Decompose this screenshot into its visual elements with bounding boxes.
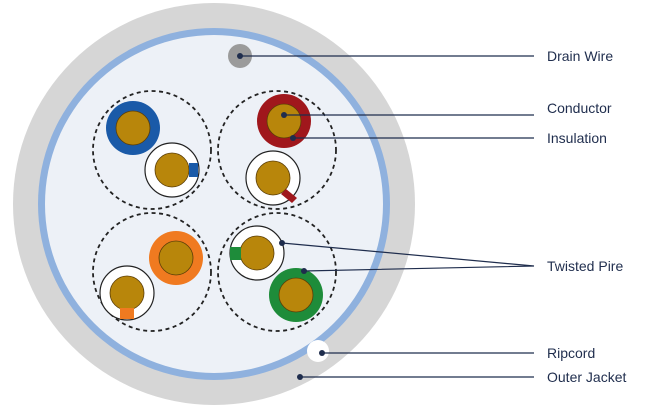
insulation-dot (290, 135, 296, 141)
drain-wire-dot (237, 53, 243, 59)
pair-boundary-bottom-left (92, 212, 212, 332)
red-white-conductor (255, 160, 291, 196)
blue-white-conductor (154, 152, 190, 188)
drain-wire-label: Drain Wire (547, 48, 613, 64)
green-conductor (278, 277, 314, 313)
orange-pair (99, 231, 203, 321)
blue-conductor (115, 110, 151, 146)
ripcord-dot (319, 350, 325, 356)
twisted-pair-dot-1 (279, 240, 285, 246)
cable-core (45, 35, 383, 373)
pair-boundary-top-left (92, 90, 212, 210)
green-pair (229, 225, 323, 322)
conductor-dot (281, 112, 287, 118)
orange-white-conductor (109, 275, 145, 311)
twisted-pair-leader (281, 242, 535, 272)
green-white-conductor (239, 235, 275, 271)
red-pair (245, 94, 311, 206)
ripcord (307, 340, 329, 362)
blue-pair (106, 101, 200, 198)
red-conductor (266, 103, 302, 139)
ripcord-label: Ripcord (547, 345, 595, 361)
insulation-label: Insulation (547, 130, 607, 146)
blue-stripe (189, 163, 198, 177)
conductor-label: Conductor (547, 100, 612, 116)
green-stripe (230, 247, 241, 260)
pair-boundary-bottom-right (217, 212, 337, 332)
outer-jacket-label: Outer Jacket (547, 369, 626, 385)
twisted-pair-dot-2 (301, 268, 307, 274)
pair-boundary-top-right (217, 90, 337, 210)
red-stripe (281, 189, 297, 203)
outer-jacket-dot (297, 374, 303, 380)
orange-stripe (120, 308, 134, 319)
twisted-pair-label: Twisted Pire (547, 258, 623, 274)
orange-conductor (158, 240, 194, 276)
